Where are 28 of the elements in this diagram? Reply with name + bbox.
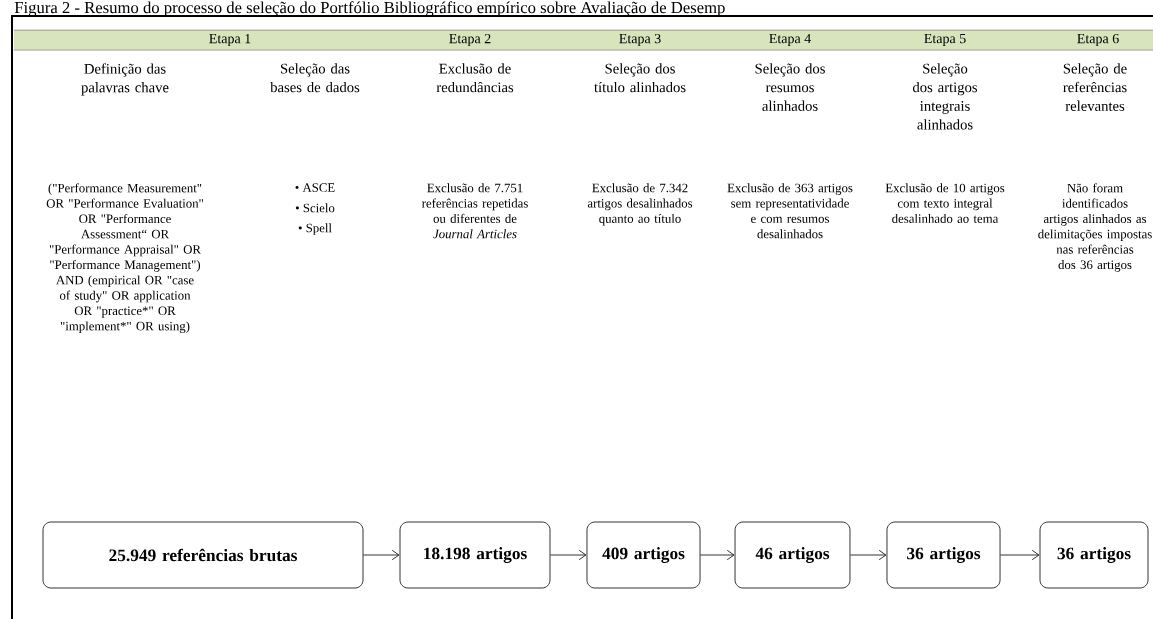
step-description: Exclusão de 7.342 artigos desalinhados quanto ao título xyxy=(587,183,693,226)
step-description: Exclusão de 7.751 referências repetidas ou diferentes de Journal Articles xyxy=(421,183,528,239)
stage-label: Etapa 2 xyxy=(449,33,491,47)
step-description: Exclusão de 10 artigos com texto integral desalinhado ao tema xyxy=(885,183,1005,223)
arrow xyxy=(363,549,400,561)
stage-label: Etapa 6 xyxy=(1077,33,1119,47)
arrow xyxy=(700,549,735,561)
count-box: 25.949 referências brutas xyxy=(42,521,364,589)
title: Figura 2 - Resumo do processo de seleção do Portfólio Bibliográfico empírico sobre Avaliação de Desemp xyxy=(14,1,725,17)
count-box: 36 artigos xyxy=(1039,521,1149,589)
arrow xyxy=(1000,549,1040,561)
search-string: ("Performance Measurement" OR "Performance Evaluation" OR "Performance Assessment“ OR "Performance Appraisal" OR "Performance Management") AND (empirical OR "case of study" OR application OR "practice*" OR "implement*" OR using) xyxy=(46,183,203,334)
database-item: • ASCE xyxy=(295,183,335,192)
stage-label: Etapa 4 xyxy=(769,33,811,47)
count-box: 36 artigos xyxy=(886,521,1001,589)
step-description: Exclusão de 363 artigos sem representatividade e com resumos desalinhados xyxy=(727,183,853,239)
stage-label: Etapa 1 xyxy=(209,33,251,47)
database-item: • Spell xyxy=(298,223,332,235)
count-box: 409 artigos xyxy=(586,521,701,589)
stage-label: Etapa 5 xyxy=(924,33,966,47)
arrow xyxy=(850,549,887,561)
arrow xyxy=(550,549,587,561)
count-box: 18.198 artigos xyxy=(399,521,551,589)
count-box: 46 artigos xyxy=(734,521,851,589)
stage-label: Etapa 3 xyxy=(619,33,661,47)
stage-header-band xyxy=(13,29,1153,51)
database-item: • Scielo xyxy=(295,203,335,213)
step-description: Não foram identificados artigos alinhados as delimitações impostas nas referências dos 36 artigos xyxy=(1038,183,1152,272)
